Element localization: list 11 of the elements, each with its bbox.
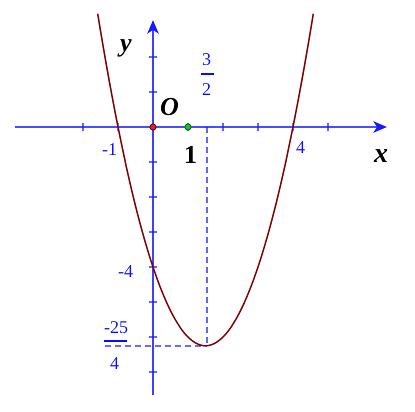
denominator-label: 4 <box>110 354 119 372</box>
numerator-label: 3 <box>202 50 211 68</box>
axis-label: y <box>120 30 132 56</box>
tick-label: -1 <box>102 140 117 158</box>
axis-label: x <box>374 140 388 168</box>
origin-label: O <box>160 94 179 120</box>
denominator-label: 2 <box>202 80 211 98</box>
tick-label: -4 <box>118 262 133 280</box>
numerator-label: -25 <box>104 318 128 336</box>
tick-label: 4 <box>296 138 305 156</box>
tick-label: 1 <box>184 142 197 168</box>
